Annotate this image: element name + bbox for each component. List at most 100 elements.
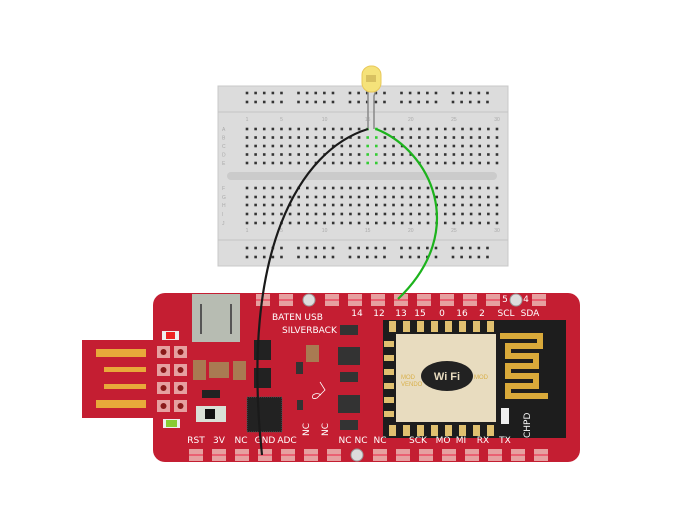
breadboard-hole[interactable] — [452, 153, 456, 156]
breadboard-hole[interactable] — [262, 153, 266, 156]
power-rail-hole[interactable] — [451, 91, 455, 95]
power-rail-hole[interactable] — [331, 255, 335, 259]
breadboard-hole[interactable] — [280, 127, 283, 131]
breadboard-hole[interactable] — [469, 203, 473, 207]
breadboard-hole[interactable] — [340, 203, 344, 207]
breadboard-hole[interactable] — [426, 161, 430, 165]
power-rail-hole[interactable] — [262, 100, 266, 104]
power-rail-hole[interactable] — [348, 91, 352, 95]
breadboard-hole[interactable] — [288, 136, 292, 139]
breadboard-hole[interactable] — [271, 221, 275, 225]
power-rail-hole[interactable] — [434, 91, 438, 95]
power-rail-hole[interactable] — [365, 246, 369, 250]
breadboard-hole[interactable] — [418, 221, 421, 225]
breadboard-hole[interactable] — [340, 212, 344, 216]
breadboard-hole[interactable] — [400, 212, 404, 216]
breadboard-hole[interactable] — [400, 221, 404, 225]
power-rail-hole[interactable] — [408, 91, 412, 95]
power-rail-hole[interactable] — [434, 255, 438, 259]
breadboard-hole[interactable] — [487, 144, 490, 148]
breadboard-hole[interactable] — [400, 203, 404, 207]
power-rail-hole[interactable] — [254, 100, 257, 104]
breadboard-hole[interactable] — [314, 221, 318, 225]
breadboard-hole[interactable] — [435, 127, 438, 131]
breadboard-hole[interactable] — [280, 144, 283, 148]
breadboard-hole[interactable] — [400, 127, 404, 131]
breadboard-hole[interactable] — [262, 136, 266, 139]
power-rail-hole[interactable] — [383, 91, 386, 95]
breadboard-hole[interactable] — [340, 136, 344, 139]
breadboard-hole[interactable] — [426, 144, 430, 148]
breadboard-hole[interactable] — [400, 161, 404, 165]
breadboard-hole[interactable] — [495, 203, 499, 207]
breadboard-hole[interactable] — [426, 195, 430, 199]
breadboard-hole[interactable] — [262, 195, 266, 199]
breadboard-hole[interactable] — [495, 186, 499, 190]
breadboard-hole[interactable] — [418, 195, 421, 199]
breadboard-hole[interactable] — [314, 195, 318, 199]
breadboard-hole[interactable] — [452, 212, 456, 216]
power-rail-hole[interactable] — [357, 100, 360, 104]
breadboard-hole[interactable] — [306, 161, 309, 165]
breadboard-hole[interactable] — [409, 221, 413, 225]
breadboard-hole[interactable] — [487, 153, 490, 156]
breadboard-hole[interactable] — [478, 127, 482, 131]
breadboard-hole[interactable] — [288, 153, 292, 156]
breadboard-hole[interactable] — [392, 161, 395, 165]
breadboard-hole[interactable] — [400, 136, 404, 139]
breadboard-hole[interactable] — [357, 144, 361, 148]
breadboard-hole[interactable] — [349, 212, 352, 216]
power-rail-hole[interactable] — [314, 246, 318, 250]
power-rail-hole[interactable] — [374, 246, 378, 250]
breadboard-hole[interactable] — [495, 161, 499, 165]
breadboard-hole[interactable] — [366, 136, 369, 139]
breadboard-hole[interactable] — [245, 153, 249, 156]
power-rail-hole[interactable] — [305, 91, 309, 95]
power-rail-hole[interactable] — [305, 255, 309, 259]
power-rail-hole[interactable] — [434, 246, 438, 250]
led-yellow[interactable] — [361, 65, 382, 129]
wire-gnd-black[interactable] — [256, 127, 369, 456]
breadboard-hole[interactable] — [288, 161, 292, 165]
breadboard-hole[interactable] — [254, 161, 257, 165]
power-rail-hole[interactable] — [297, 255, 300, 259]
breadboard-hole[interactable] — [375, 203, 378, 207]
breadboard-hole[interactable] — [409, 136, 413, 139]
breadboard-hole[interactable] — [400, 153, 404, 156]
power-rail-hole[interactable] — [297, 100, 300, 104]
breadboard-hole[interactable] — [297, 144, 301, 148]
breadboard-hole[interactable] — [340, 186, 344, 190]
breadboard-hole[interactable] — [314, 212, 318, 216]
power-rail-hole[interactable] — [408, 255, 412, 259]
breadboard-hole[interactable] — [487, 127, 490, 131]
breadboard-hole[interactable] — [254, 212, 257, 216]
breadboard-hole[interactable] — [254, 221, 257, 225]
breadboard-hole[interactable] — [245, 127, 249, 131]
breadboard-hole[interactable] — [254, 203, 257, 207]
power-rail-hole[interactable] — [271, 91, 275, 95]
power-rail-hole[interactable] — [271, 255, 275, 259]
breadboard-hole[interactable] — [357, 221, 361, 225]
breadboard-hole[interactable] — [443, 161, 447, 165]
power-rail-hole[interactable] — [245, 246, 249, 250]
breadboard-hole[interactable] — [357, 136, 361, 139]
power-rail-hole[interactable] — [460, 91, 463, 95]
breadboard-hole[interactable] — [340, 144, 344, 148]
power-rail-hole[interactable] — [468, 246, 472, 250]
breadboard-hole[interactable] — [461, 186, 464, 190]
breadboard-hole[interactable] — [280, 136, 283, 139]
power-rail-hole[interactable] — [460, 255, 463, 259]
power-rail-hole[interactable] — [460, 100, 463, 104]
breadboard-hole[interactable] — [349, 221, 352, 225]
breadboard-hole[interactable] — [435, 195, 438, 199]
breadboard-hole[interactable] — [314, 186, 318, 190]
breadboard-hole[interactable] — [495, 221, 499, 225]
power-rail-hole[interactable] — [357, 246, 360, 250]
breadboard-hole[interactable] — [288, 144, 292, 148]
power-rail-hole[interactable] — [323, 255, 326, 259]
breadboard-hole[interactable] — [366, 144, 369, 148]
breadboard-hole[interactable] — [452, 186, 456, 190]
breadboard-hole[interactable] — [383, 153, 387, 156]
breadboard-hole[interactable] — [469, 136, 473, 139]
breadboard-hole[interactable] — [487, 212, 490, 216]
